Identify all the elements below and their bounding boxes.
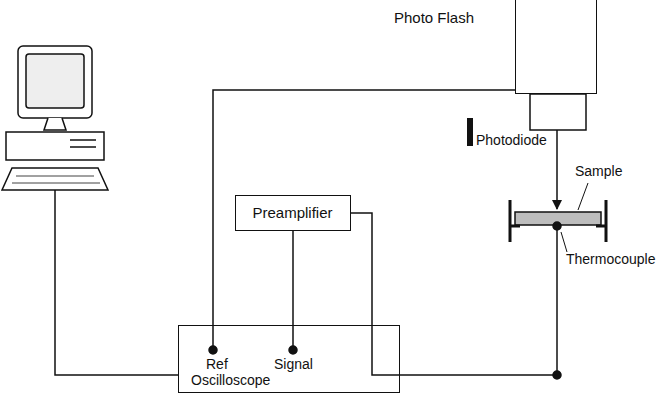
input-leads <box>213 325 293 350</box>
instrument-label: Oscilloscope <box>191 372 270 388</box>
flash-head <box>530 94 586 130</box>
thermocouple-wire <box>556 226 558 375</box>
thermocouple-junction <box>553 222 561 230</box>
ref-terminal <box>209 346 217 354</box>
computer-monitor <box>18 46 92 118</box>
signal-terminal <box>289 346 297 354</box>
instrument-label: Signal <box>274 356 313 372</box>
instrument-label: Ref <box>206 356 228 372</box>
computer-screen <box>26 54 84 108</box>
keyboard-keys <box>12 176 100 183</box>
signal-cable <box>213 90 515 325</box>
preamp-input-wire <box>351 213 557 375</box>
signal-cable <box>292 231 294 325</box>
oscilloscope-box: Ref SignalOscilloscope <box>178 325 400 393</box>
flash-unit: Photo Flash <box>515 0 597 94</box>
holder-right <box>596 200 606 242</box>
component-label: Preamplifier <box>252 204 332 221</box>
drive-slots <box>70 140 96 147</box>
part-label: Photodiode <box>476 132 547 148</box>
sample-leader <box>578 183 588 210</box>
computer-case <box>6 132 104 160</box>
flash-beam-arrow <box>556 130 558 209</box>
part-label: Thermocouple <box>566 251 656 267</box>
preamplifier-box: Preamplifier <box>235 195 351 231</box>
part-label: Sample <box>575 163 622 179</box>
component-label: Photo Flash <box>394 9 474 26</box>
holder-left <box>510 200 520 242</box>
computer-cable <box>55 190 178 375</box>
thermocouple-leader <box>561 232 567 252</box>
photodiode-symbol <box>467 118 473 146</box>
computer-keyboard <box>2 168 108 190</box>
monitor-stand <box>44 118 66 130</box>
